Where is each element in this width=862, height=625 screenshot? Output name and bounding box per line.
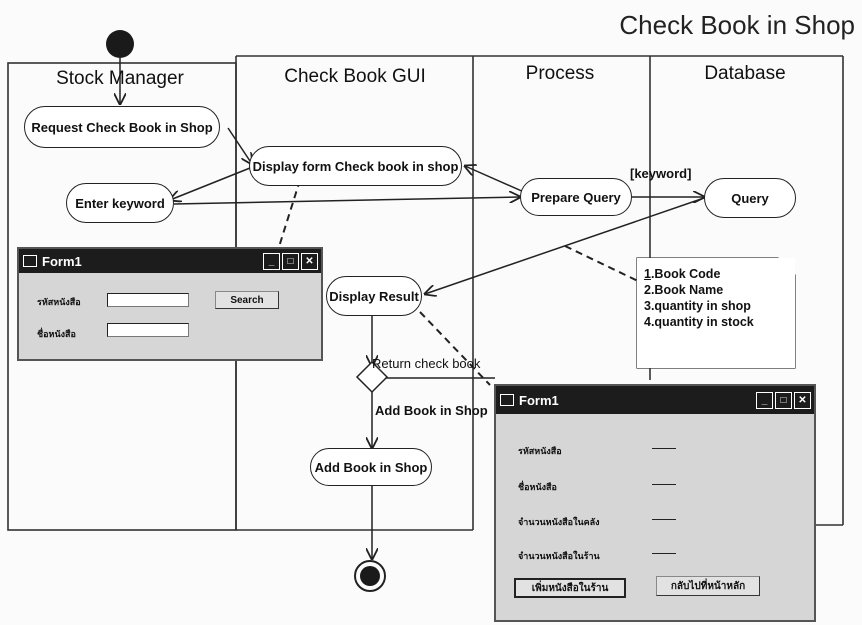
lane-database: Database bbox=[704, 63, 786, 84]
result-label-code: รหัสหนังสือ bbox=[518, 446, 562, 456]
form-result-window: Form1 _ □ ✕ รหัสหนังสือ ชื่อหนังสือ จำนว… bbox=[494, 384, 816, 622]
node-enter-keyword: Enter keyword bbox=[66, 183, 174, 223]
book-name-input[interactable] bbox=[107, 323, 189, 337]
result-value-name bbox=[652, 484, 676, 485]
node-request-check-book: Request Check Book in Shop bbox=[24, 106, 220, 148]
final-node-ring bbox=[354, 560, 386, 592]
note-item: 3.quantity in shop bbox=[644, 299, 751, 313]
minimize-icon[interactable]: _ bbox=[263, 252, 280, 270]
label-return-check-book: Return check book bbox=[372, 356, 481, 371]
field-book-name-label: ชื่อหนังสือ bbox=[37, 329, 76, 339]
label-keyword: [keyword] bbox=[630, 166, 692, 181]
label-add-book-guard: Add Book in Shop bbox=[375, 403, 488, 418]
window-app-icon bbox=[23, 255, 37, 267]
form-result-title: Form1 bbox=[519, 392, 559, 408]
initial-node bbox=[106, 30, 134, 58]
result-label-shop: จำนวนหนังสือในร้าน bbox=[518, 551, 600, 561]
result-value-shop bbox=[652, 553, 676, 554]
form-search-title: Form1 bbox=[42, 253, 82, 269]
note-item: 4.quantity in stock bbox=[644, 315, 754, 329]
lane-stock-manager: Stock Manager bbox=[56, 68, 184, 89]
node-prepare-query: Prepare Query bbox=[520, 178, 632, 216]
search-button[interactable]: Search bbox=[215, 291, 279, 309]
node-display-result: Display Result bbox=[326, 276, 422, 316]
window-app-icon bbox=[500, 394, 514, 406]
form-search-titlebar: Form1 _ □ ✕ bbox=[19, 249, 321, 273]
lane-check-book-gui: Check Book GUI bbox=[284, 66, 426, 87]
result-value-code bbox=[652, 448, 676, 449]
note-item: 2.Book Name bbox=[644, 283, 724, 297]
node-add-book: Add Book in Shop bbox=[310, 448, 432, 486]
maximize-icon[interactable]: □ bbox=[775, 391, 792, 409]
form-result-titlebar: Form1 _ □ ✕ bbox=[496, 386, 814, 414]
decision-node bbox=[355, 360, 389, 394]
add-book-in-shop-button[interactable]: เพิ่มหนังสือในร้าน bbox=[514, 578, 626, 598]
final-node bbox=[360, 566, 380, 586]
maximize-icon[interactable]: □ bbox=[282, 252, 299, 270]
note-result-fields: 1.Book Code 2.Book Name 3.quantity in sh… bbox=[637, 258, 795, 368]
note-item: 1.Book Code bbox=[644, 267, 721, 281]
diagram-title: Check Book in Shop bbox=[619, 10, 855, 40]
result-value-stock bbox=[652, 519, 676, 520]
node-display-form: Display form Check book in shop bbox=[249, 146, 462, 186]
book-code-input[interactable] bbox=[107, 293, 189, 307]
close-icon[interactable]: ✕ bbox=[301, 252, 318, 270]
result-label-stock: จำนวนหนังสือในคลัง bbox=[518, 517, 600, 527]
swimlane-borders bbox=[7, 55, 844, 531]
result-label-name: ชื่อหนังสือ bbox=[518, 482, 557, 492]
close-icon[interactable]: ✕ bbox=[794, 391, 811, 409]
back-to-main-button[interactable]: กลับไปที่หน้าหลัก bbox=[656, 576, 760, 596]
node-query: Query bbox=[704, 178, 796, 218]
field-book-code-label: รหัสหนังสือ bbox=[37, 297, 81, 307]
lane-process: Process bbox=[525, 63, 595, 84]
minimize-icon[interactable]: _ bbox=[756, 391, 773, 409]
form-search-window: Form1 _ □ ✕ รหัสหนังสือ Search ชื่อหนังส… bbox=[17, 247, 323, 361]
